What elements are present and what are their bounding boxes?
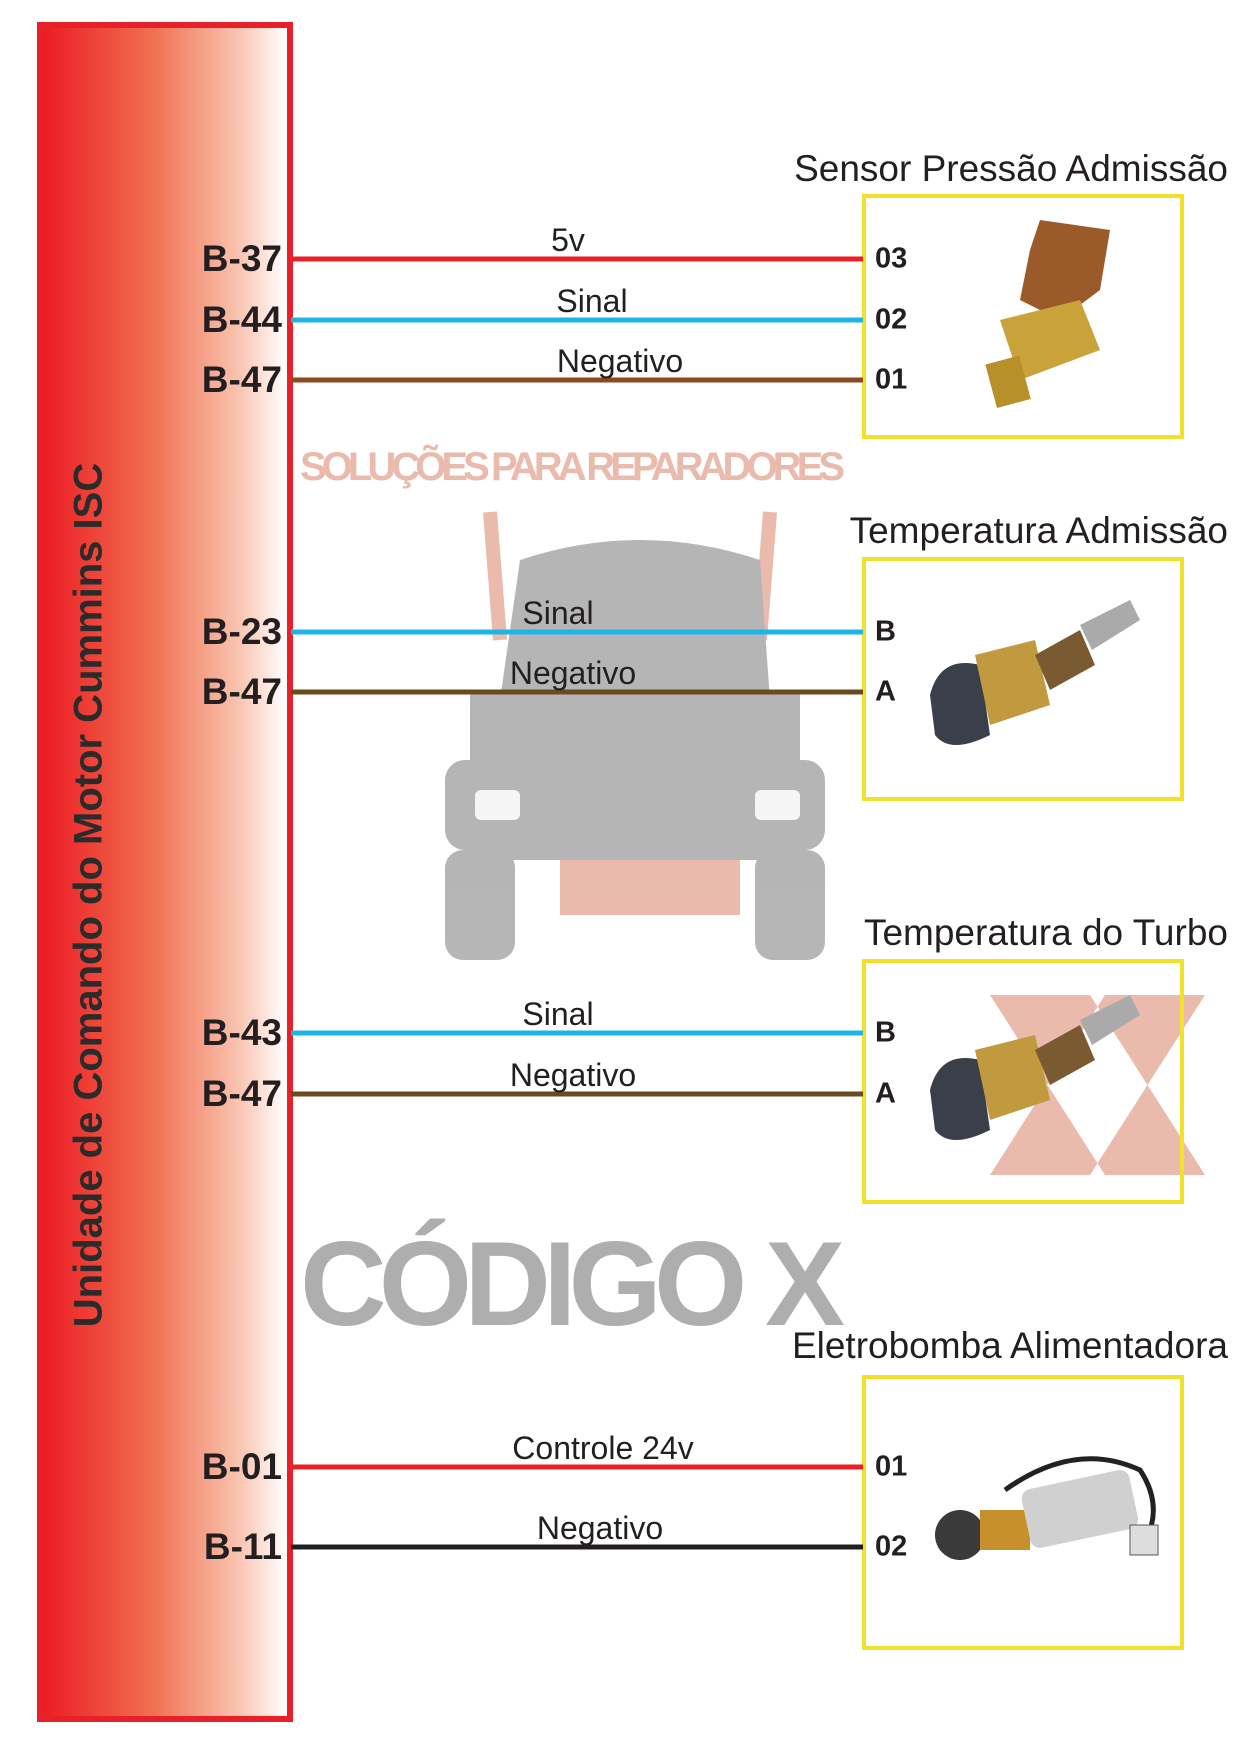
wire-negativo xyxy=(291,377,863,383)
ecu-title: Unidade de Comando do Motor Cummins ISC xyxy=(66,462,111,1328)
sensor-pin-label: 03 xyxy=(875,242,908,275)
sensor-pin-label: A xyxy=(875,1077,896,1110)
wire-label: Negativo xyxy=(509,655,637,691)
pressure-sensor-icon xyxy=(985,220,1110,409)
wire-sinal xyxy=(291,1030,863,1036)
ecu-pin-label: B-11 xyxy=(203,1526,282,1567)
component-box xyxy=(862,1375,1184,1650)
wire-label: Negativo xyxy=(536,1510,664,1546)
component-title: Temperatura Admissão xyxy=(849,510,1228,551)
sensor-pin-label: 02 xyxy=(875,303,908,336)
fuel-pump-icon xyxy=(935,1456,1159,1560)
wire-sinal xyxy=(291,317,863,323)
wire-label: Sinal xyxy=(556,283,628,319)
component-title: Eletrobomba Alimentadora xyxy=(791,1325,1228,1366)
truck-watermark-icon xyxy=(445,511,825,960)
wire-label: 5v xyxy=(551,222,585,258)
sensor-pin-label: 02 xyxy=(875,1530,908,1563)
ecu-pin-label: B-01 xyxy=(201,1446,282,1487)
wire-5v xyxy=(291,256,863,262)
component-title: Sensor Pressão Admissão xyxy=(794,148,1228,189)
temperature-sensor-icon xyxy=(930,995,1140,1140)
component-box xyxy=(862,557,1184,801)
wire-sinal xyxy=(291,629,863,635)
temperature-sensor-icon xyxy=(930,600,1140,745)
ecu-pin-label: B-47 xyxy=(201,671,282,712)
wire-label: Negativo xyxy=(509,1057,637,1093)
wire-controle-24v xyxy=(291,1464,863,1470)
watermark-brand: CÓDIGO X xyxy=(300,1217,845,1351)
sensor-pin-label: B xyxy=(875,1016,896,1049)
ecu-pin-label: B-44 xyxy=(201,299,282,340)
component-box xyxy=(862,959,1184,1204)
sensor-pin-label: 01 xyxy=(875,1450,908,1483)
wire-negativo xyxy=(291,689,863,695)
ecu-pin-label: B-47 xyxy=(201,359,282,400)
wire-negativo xyxy=(291,1091,863,1097)
wire-negativo xyxy=(291,1544,863,1550)
component-box xyxy=(862,194,1184,439)
ecu-pin-label: B-37 xyxy=(201,238,282,279)
sensor-pin-label: B xyxy=(875,615,896,648)
ecu-pin-label: B-23 xyxy=(201,611,282,652)
ecu-pin-label: B-47 xyxy=(201,1073,282,1114)
ecu-pin-label: B-43 xyxy=(201,1012,282,1053)
watermark-tagline: SOLUÇÕES PARA REPARADORES xyxy=(300,443,845,489)
ecu-block xyxy=(37,22,293,1722)
wire-label: Negativo xyxy=(556,343,684,379)
sensor-pin-label: A xyxy=(875,675,896,708)
sensor-pin-label: 01 xyxy=(875,363,908,396)
component-title: Temperatura do Turbo xyxy=(863,912,1228,953)
wire-label: Sinal xyxy=(522,996,594,1032)
wire-label: Sinal xyxy=(522,595,594,631)
wire-label: Controle 24v xyxy=(512,1430,694,1466)
